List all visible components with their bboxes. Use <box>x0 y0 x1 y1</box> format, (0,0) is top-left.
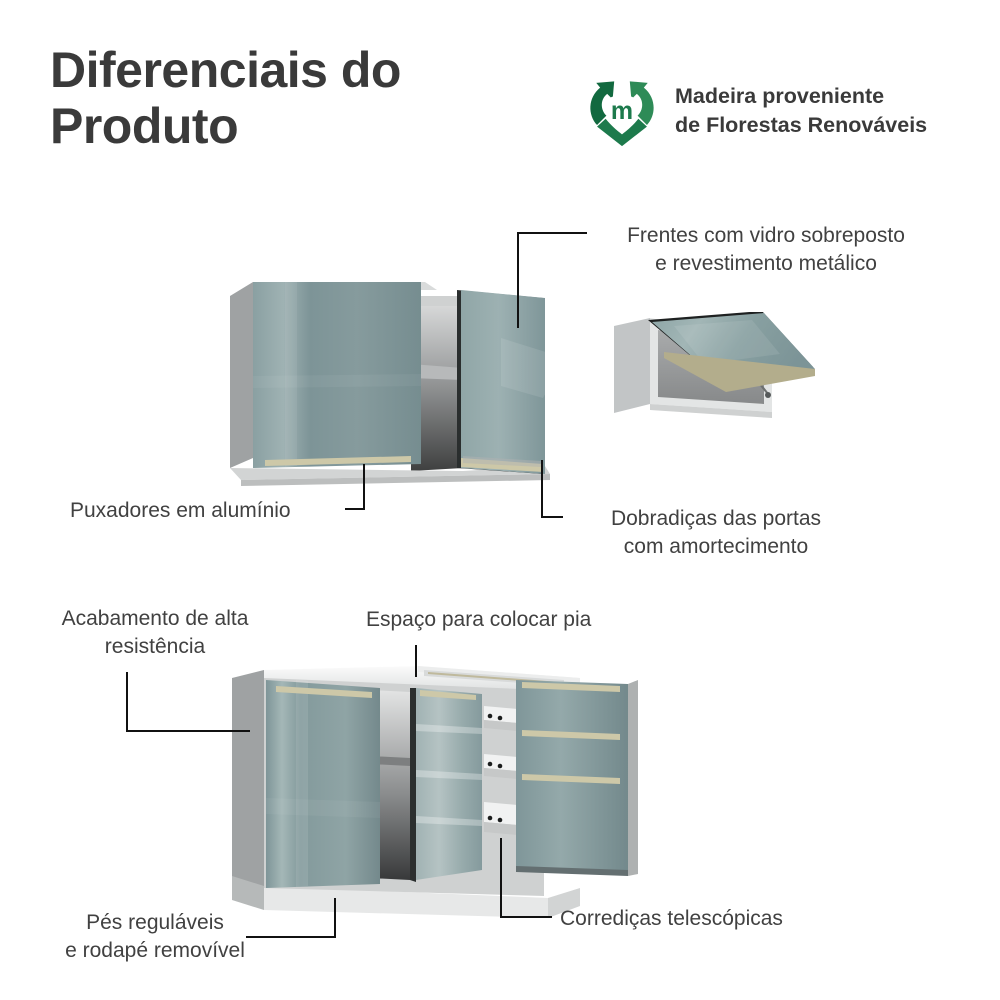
leader-finish-horizontal <box>126 730 250 732</box>
callout-adjustable-feet: Pés reguláveis e rodapé removível <box>65 911 245 962</box>
leader-slides-vertical <box>500 838 502 918</box>
leader-handles-horizontal <box>345 508 365 510</box>
leader-feet-vertical <box>334 898 336 938</box>
eco-badge-letter: m <box>611 97 633 125</box>
leader-feet-horizontal <box>246 936 336 938</box>
leader-glass-fronts-vertical <box>517 232 519 328</box>
leader-hinges-vertical <box>541 460 543 518</box>
eco-badge: m Madeira proveniente de Florestas Renov… <box>583 72 927 150</box>
leader-finish-vertical <box>126 672 128 732</box>
callout-sink-space: Espaço para colocar pia <box>366 608 592 631</box>
product-wall-cabinet-two-doors <box>225 268 570 493</box>
product-wall-cabinet-flip-up <box>612 312 827 427</box>
leader-hinges-horizontal <box>541 516 563 518</box>
recycle-heart-icon: m <box>583 72 661 150</box>
page-title: Diferenciais do Produto <box>50 42 401 154</box>
leader-sink-space-vertical <box>415 645 417 677</box>
callout-aluminium-handles: Puxadores em alumínio <box>70 499 291 522</box>
eco-badge-text: Madeira proveniente de Florestas Renováv… <box>675 83 928 137</box>
callout-high-resistance-finish: Acabamento de alta resistência <box>61 607 249 658</box>
leader-handles-vertical <box>363 464 365 510</box>
callout-glass-fronts: Frentes com vidro sobreposto e revestime… <box>627 224 905 275</box>
callout-soft-close-hinges: Dobradiças das portas com amortecimento <box>610 507 822 558</box>
leader-glass-fronts-horizontal <box>517 232 587 234</box>
leader-slides-horizontal <box>500 916 552 918</box>
callout-telescopic-slides: Corrediças telescópicas <box>560 907 783 930</box>
product-base-cabinet <box>228 648 653 918</box>
